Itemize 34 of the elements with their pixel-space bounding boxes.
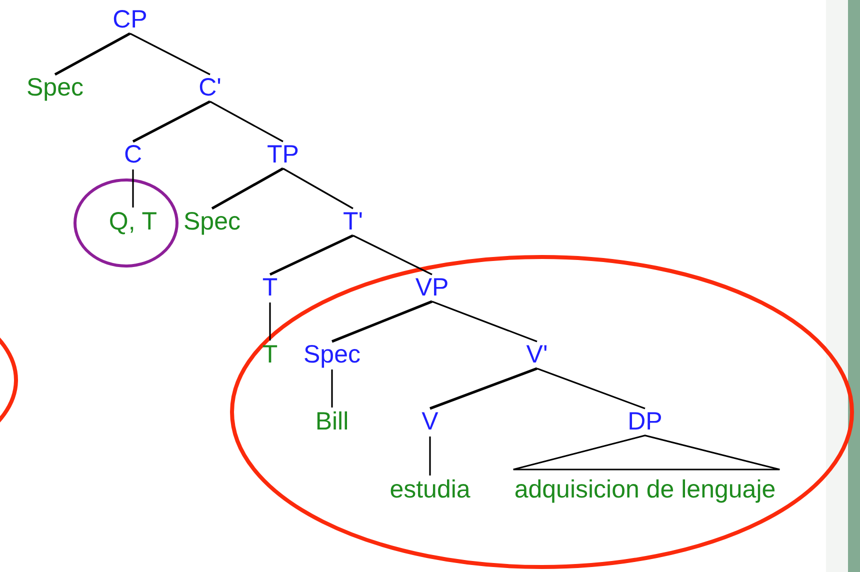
tree-label: T [261, 276, 279, 300]
tree-branch [352, 234, 432, 276]
tree-branch [54, 32, 131, 76]
tree-label: CP [112, 8, 148, 32]
tree-branch [429, 436, 431, 476]
tree-label: estudia [388, 478, 472, 502]
tree-branch [130, 32, 210, 76]
tree-label: TP [266, 142, 300, 168]
tree-label: V [420, 410, 440, 434]
tree-branch [536, 368, 646, 410]
tree-branch [211, 167, 284, 210]
tree-branch [132, 100, 211, 143]
tree-label: C [122, 142, 144, 168]
tree-branch [210, 100, 284, 142]
tree-label: Spec [182, 210, 242, 234]
tree-branch [432, 300, 538, 342]
tree-label: T' [342, 210, 364, 234]
tree-label: DP [626, 410, 664, 434]
tree-label: adquisicion de lenguaje [513, 478, 777, 502]
tree-label: Bill [314, 410, 350, 434]
tree-label: T [261, 342, 279, 368]
tree-branch [269, 302, 271, 340]
tree-label: VP [414, 276, 450, 300]
roof-triangle [512, 434, 780, 470]
tree-branch [332, 300, 432, 343]
tree-branch [269, 234, 354, 276]
tree-branch [331, 370, 333, 408]
tree-label: Spec [302, 342, 362, 368]
tree-label: C' [198, 76, 222, 100]
tree-label: Spec [26, 76, 84, 100]
tree-label: V' [525, 342, 549, 368]
tree-label: Q, T [108, 210, 158, 234]
tree-branch [282, 168, 354, 210]
tree-branch [430, 367, 538, 410]
